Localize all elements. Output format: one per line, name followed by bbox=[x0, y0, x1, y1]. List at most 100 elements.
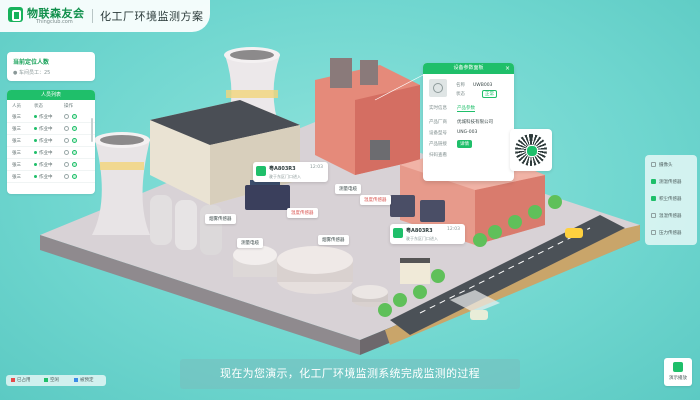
vehicle-plate: 粤A803R3 bbox=[406, 228, 433, 234]
checkbox-icon[interactable] bbox=[651, 196, 656, 201]
tank-2 bbox=[175, 200, 197, 250]
app-header: 物联森友会 Thingclub.com 化工厂环境监测方案 bbox=[0, 0, 210, 32]
personnel-columns: 人员 状态 操作 bbox=[7, 100, 95, 111]
personnel-list: 人员列表 人员 状态 操作 张三作业中 张三作业中 张三作业中 张三作业中 张三… bbox=[7, 90, 95, 194]
car-white bbox=[470, 310, 488, 320]
close-icon[interactable]: × bbox=[504, 65, 510, 72]
device-image-icon bbox=[429, 79, 447, 97]
vendor-row: 产品厂商优城科技有限公司 bbox=[429, 120, 493, 125]
track-icon[interactable] bbox=[72, 174, 77, 179]
locate-icon[interactable] bbox=[64, 138, 69, 143]
person-name: 张三 bbox=[12, 162, 21, 168]
track-icon[interactable] bbox=[72, 114, 77, 119]
locate-icon[interactable] bbox=[64, 162, 69, 167]
table-row[interactable]: 张三 作业中 bbox=[7, 147, 95, 159]
header-divider bbox=[92, 9, 93, 23]
locate-icon[interactable] bbox=[64, 114, 69, 119]
qr-logo-icon bbox=[526, 145, 538, 157]
person-name: 张三 bbox=[12, 150, 21, 156]
device-panel-title: 设备参数面板 bbox=[453, 65, 484, 71]
person-name: 张三 bbox=[12, 126, 21, 132]
status-dot-icon bbox=[34, 114, 37, 118]
locator-count: ● 车间员工：25 bbox=[13, 70, 51, 76]
person-status: 作业中 bbox=[39, 174, 53, 180]
map-tag-cable[interactable]: 测量电缆 bbox=[335, 184, 361, 194]
truck-3 bbox=[420, 200, 445, 222]
locate-icon[interactable] bbox=[64, 150, 69, 155]
panel-connector bbox=[374, 74, 424, 101]
trees bbox=[378, 195, 562, 317]
vehicle-time: 12:03 bbox=[310, 165, 323, 170]
car-yellow bbox=[565, 228, 583, 238]
crosswalk bbox=[450, 290, 500, 313]
vehicle-desc: 驶于东区门口进入 bbox=[406, 236, 438, 241]
demo-play-label: 演示播放 bbox=[669, 376, 687, 381]
table-row[interactable]: 张三 作业中 bbox=[7, 171, 95, 183]
tab-product-params[interactable]: 产品参数 bbox=[457, 106, 475, 112]
sensor-filter: 摄像头 测温传感器 积尘传感器 温湿传感器 压力传感器 bbox=[645, 155, 697, 245]
tank-3 bbox=[200, 205, 222, 255]
person-name: 张三 bbox=[12, 174, 21, 180]
checkbox-icon[interactable] bbox=[651, 162, 656, 167]
vehicle-desc: 驶于东区门口进入 bbox=[269, 174, 301, 179]
demo-play-button[interactable]: 演示播放 bbox=[664, 358, 692, 386]
track-icon[interactable] bbox=[72, 126, 77, 131]
vehicle-card[interactable]: 粤A803R3 12:03 驶于东区门口进入 bbox=[390, 224, 465, 244]
device-panel-header: 设备参数面板 × bbox=[423, 63, 514, 74]
column-status: 状态 bbox=[34, 104, 43, 109]
locate-icon[interactable] bbox=[64, 174, 69, 179]
status-dot-icon bbox=[34, 150, 37, 154]
map-tag-temp[interactable]: 温度传感器 bbox=[360, 195, 391, 205]
map-tag-smoke[interactable]: 烟雾传感器 bbox=[318, 235, 349, 245]
checkbox-icon[interactable] bbox=[651, 230, 656, 235]
filter-item[interactable]: 积尘传感器 bbox=[651, 196, 682, 202]
column-person: 人员 bbox=[12, 104, 21, 109]
demo-caption: 现在为您演示，化工厂环境监测系统完成监测的过程 bbox=[180, 359, 520, 389]
personnel-scrollbar[interactable] bbox=[91, 118, 93, 142]
tab-realtime[interactable]: 实时信息 bbox=[429, 106, 447, 111]
checkbox-icon[interactable] bbox=[651, 213, 656, 218]
table-row[interactable]: 张三作业中 bbox=[7, 111, 95, 123]
table-row[interactable]: 张三作业中 bbox=[7, 135, 95, 147]
map-tag-smoke[interactable]: 烟雾传感器 bbox=[205, 214, 236, 224]
vehicle-card[interactable]: 粤A803R3 12:03 驶于东区门口进入 bbox=[253, 162, 328, 182]
track-icon[interactable] bbox=[72, 138, 77, 143]
car-icon bbox=[393, 228, 403, 238]
occupancy-legend: 已占用 空闲 被预定 bbox=[6, 375, 106, 386]
status-dot-icon bbox=[34, 138, 37, 142]
filter-item[interactable]: 压力传感器 bbox=[651, 230, 682, 236]
guard-house bbox=[400, 262, 430, 284]
track-icon[interactable] bbox=[72, 150, 77, 155]
road-line bbox=[419, 227, 591, 314]
brand-name: 物联森友会 bbox=[27, 7, 85, 20]
detail-button[interactable]: 详情 bbox=[457, 140, 472, 148]
map-tag-temp[interactable]: 温度传感器 bbox=[287, 208, 318, 218]
person-status: 作业中 bbox=[39, 150, 53, 156]
status-badge: 正常 bbox=[482, 90, 497, 98]
play-icon bbox=[673, 362, 683, 372]
scan-row: 扫码查看 bbox=[429, 153, 447, 158]
locate-icon[interactable] bbox=[64, 126, 69, 131]
filter-item[interactable]: 温湿传感器 bbox=[651, 213, 682, 219]
table-row[interactable]: 张三作业中 bbox=[7, 123, 95, 135]
truck-2 bbox=[390, 195, 415, 217]
vehicle-time: 12:03 bbox=[447, 227, 460, 232]
qr-code[interactable] bbox=[510, 129, 552, 171]
checkbox-icon[interactable] bbox=[651, 179, 656, 184]
filter-item[interactable]: 摄像头 bbox=[651, 162, 673, 168]
filter-item[interactable]: 测温传感器 bbox=[651, 179, 682, 185]
legend-free: 空闲 bbox=[44, 375, 59, 386]
person-name: 张三 bbox=[12, 114, 21, 120]
map-tag-cable[interactable]: 测量电缆 bbox=[237, 238, 263, 248]
status-dot-icon bbox=[34, 162, 37, 166]
track-icon[interactable] bbox=[72, 162, 77, 167]
cooling-tower-left bbox=[92, 140, 150, 235]
table-row[interactable]: 张三作业中 bbox=[7, 159, 95, 171]
ground-left-side bbox=[40, 235, 360, 355]
truck-1 bbox=[245, 185, 290, 210]
device-status-label: 状态 bbox=[456, 92, 465, 97]
brand-logo-icon bbox=[8, 7, 23, 22]
